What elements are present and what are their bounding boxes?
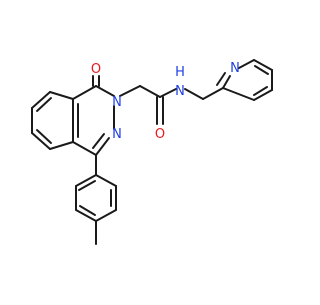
bond-py-5 <box>253 89 273 101</box>
bond-n3-c4-inner <box>92 133 105 149</box>
bond-aryl-1-inner <box>78 180 96 191</box>
atom-n-ring-2: N <box>112 95 122 110</box>
structure-canvas: O N N O N H N <box>0 0 300 300</box>
atom-n-ring-3: N <box>112 127 122 142</box>
bond-aryl-4 <box>95 209 117 222</box>
bond-benzo-5 <box>49 141 74 150</box>
atom-h-amide: H <box>175 65 185 80</box>
bond-n-ch2 <box>184 88 204 100</box>
bond-py-3-inner <box>254 65 269 75</box>
atom-n-pyridine: N <box>230 61 240 76</box>
atom-o-carbonyl-ring: O <box>91 62 101 77</box>
bond-py-3 <box>253 59 273 71</box>
atom-n-amide: N <box>175 84 185 99</box>
bond-benzo-4 <box>31 132 51 150</box>
bond-py-1 <box>222 75 231 89</box>
bond-benzo-4-inner <box>36 129 52 144</box>
bond-camide-n <box>159 88 177 98</box>
bond-aryl-3-inner <box>79 205 96 216</box>
bond-layer <box>31 59 273 245</box>
bond-benzo-2-inner <box>36 97 52 112</box>
bond-aryl-1 <box>75 174 97 187</box>
bond-aryl-3 <box>75 209 97 222</box>
atom-label-layer: O N N O N H N <box>91 61 240 142</box>
bond-ch2-py <box>202 87 224 100</box>
background <box>0 0 300 300</box>
molecule-drawing: O N N O N H N <box>0 0 300 300</box>
bond-benzo-1 <box>49 91 74 100</box>
bond-benzo-2 <box>31 91 51 109</box>
bond-c1-c8a <box>72 85 97 100</box>
bond-c4-c4a <box>72 141 97 156</box>
bond-py-2 <box>238 59 255 69</box>
bond-aryl-6 <box>95 174 117 187</box>
bond-py-6 <box>222 87 255 101</box>
atom-o-amide: O <box>155 127 165 142</box>
bond-ch2-camide <box>139 85 161 98</box>
bond-c1-n2 <box>95 85 115 97</box>
bond-py-5-inner <box>253 86 268 96</box>
bond-py-1-inner <box>216 72 226 86</box>
bond-n3-c4 <box>95 137 110 156</box>
bond-n2-ch2 <box>119 85 141 97</box>
